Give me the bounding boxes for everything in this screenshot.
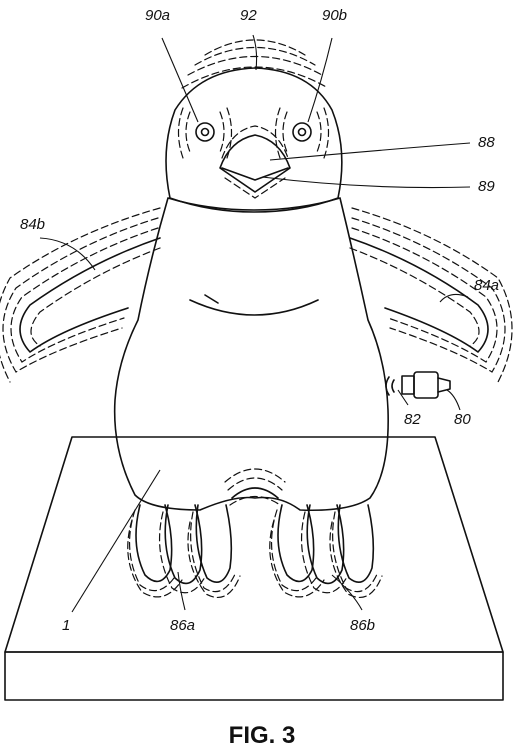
label-92: 92 [240,7,257,24]
label-82: 82 [404,411,421,428]
tail-motion [224,468,286,506]
label-86a: 86a [170,617,195,634]
label-88: 88 [478,134,495,151]
label-89: 89 [478,178,495,195]
label-84a: 84a [474,277,499,294]
label-1: 1 [62,617,70,634]
base-platform [4,436,504,701]
label-84b: 84b [20,216,45,233]
label-80: 80 [454,411,471,428]
right-eye [274,107,330,159]
leader-lines [39,34,471,613]
label-90a: 90a [145,7,170,24]
plug-and-sensor [385,371,451,399]
label-90b: 90b [322,7,347,24]
penguin-head [165,39,343,213]
right-foot-toes [269,504,383,598]
beak [219,125,291,199]
penguin-body [113,197,389,512]
figure-caption: FIG. 3 [229,722,296,749]
right-wing [349,207,513,383]
left-wing [0,207,161,383]
left-foot-toes [127,504,241,598]
label-86b: 86b [350,617,375,634]
left-eye [177,107,233,159]
